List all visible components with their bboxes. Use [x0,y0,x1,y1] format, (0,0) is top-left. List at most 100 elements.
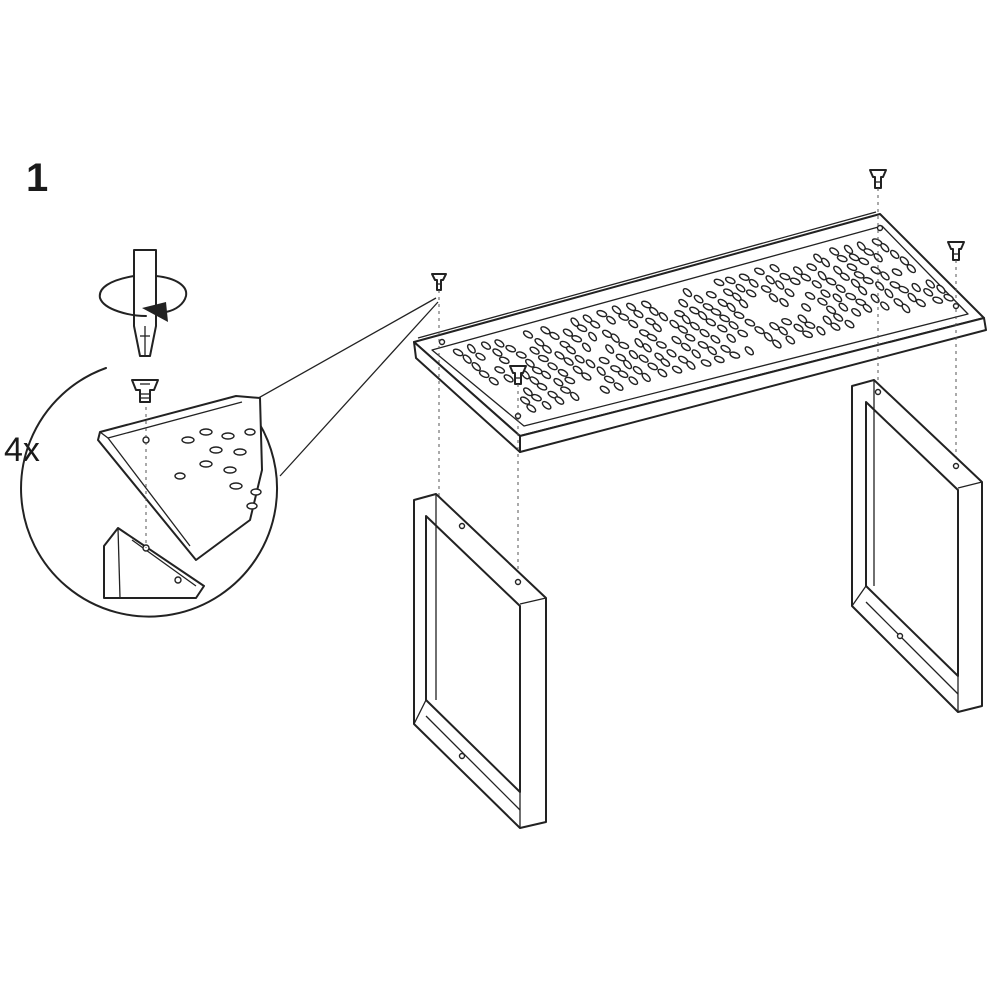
shelf-slot [462,354,472,364]
shelf-slot [748,278,759,288]
shelf-slot [775,280,785,290]
shelf-slot [779,297,789,308]
shelf-slot [617,370,629,379]
shelf-slot [710,334,721,344]
shelf-slot [492,348,503,357]
shelf-slot [846,263,858,272]
shelf-slot [618,313,630,321]
shelf-slot [541,400,552,410]
shelf-slot [707,346,718,356]
shelf-slot [529,346,540,355]
shelf-slot [553,377,564,387]
shelf-slot [478,370,490,379]
shelf-slot [547,362,558,371]
shelf-slot [889,249,900,260]
shelf-slot [838,302,849,312]
shelf-slot [563,357,574,366]
shelf-slot [505,344,517,353]
shelf-slot [519,396,531,405]
shelf-slot [498,356,510,365]
detail-shelf-corner [97,395,263,599]
shelf-slot [628,349,639,360]
shelf-slot [536,382,548,391]
shelf-slot [778,326,788,336]
shelf-slot [596,366,606,376]
shelf-slot [564,376,576,385]
shelf-slot [689,321,700,331]
shelf-slot [649,306,659,316]
shelf-slot [618,341,630,350]
shelf-slot [554,351,565,360]
shelf-screw-right [947,241,965,460]
shelf-slot [845,292,857,301]
shelf-slot [724,276,736,285]
shelf-slot [693,294,704,304]
shelf-slot [836,254,848,263]
shelf-slot [682,287,693,298]
shelf-slot [738,299,749,309]
shelf-slot [691,349,701,359]
shelf-slot [754,267,765,276]
shelf-slot [596,309,608,318]
shelf-slot [726,302,736,313]
shelf-slot [744,346,755,356]
screw-icon [131,379,159,403]
shelf-slot [873,253,883,263]
shelf-slot [494,366,506,374]
shelf-slot [779,272,791,281]
shelf-slot [571,335,583,343]
shelf-slot [898,285,909,294]
shelf-slot [565,345,576,355]
shelf-slot [729,351,741,359]
shelf-slot [785,335,796,345]
shelf-screw-top-right [869,169,887,380]
shelf-slot [763,332,773,342]
shelf-slot [657,368,668,378]
shelf-slot [678,298,689,308]
shelf-slot [660,358,671,367]
shelf-slot [647,362,659,371]
shelf-slot [549,331,560,341]
shelf-slot [699,328,710,338]
shelf-slot [475,352,486,361]
shelf-slot [789,277,801,286]
shelf-slot [705,290,717,299]
shelf-slot [880,242,890,253]
shelf-slot [452,348,464,357]
shelf-slot [833,313,844,322]
shelf-slot [853,271,865,279]
shelf-top [413,211,987,453]
detail-callout [20,249,439,618]
shelf-slot [542,344,552,354]
shelf-slot [480,341,492,350]
shelf-slot [494,339,505,348]
shelf-slot [581,342,592,353]
shelf-slot [851,307,862,317]
shelf-slot [588,331,598,342]
shelf-slot [726,333,736,343]
shelf-slot [738,273,750,281]
shelf-slot [901,303,911,314]
shelf-slot [843,244,854,255]
shelf-slot [832,293,843,303]
shelf-slot [646,333,658,342]
shelf-slot [733,311,745,320]
step-number: 1 [26,156,49,200]
shelf-slot [817,270,827,281]
shelf-slot [628,319,639,329]
shelf-slot [857,285,868,296]
shelf-slot [522,330,534,339]
shelf-slot [705,318,717,327]
shelf-slot [728,321,739,330]
shelf-slot [642,343,652,353]
shelf-slot [531,393,542,402]
shelf-slot [880,271,890,281]
shelf-slot [606,315,616,325]
shelf-slot [603,375,615,384]
shelf-slot [769,263,780,273]
shelf-slot [598,356,610,365]
shelf-slot [906,263,917,274]
shelf-slot [806,263,818,272]
